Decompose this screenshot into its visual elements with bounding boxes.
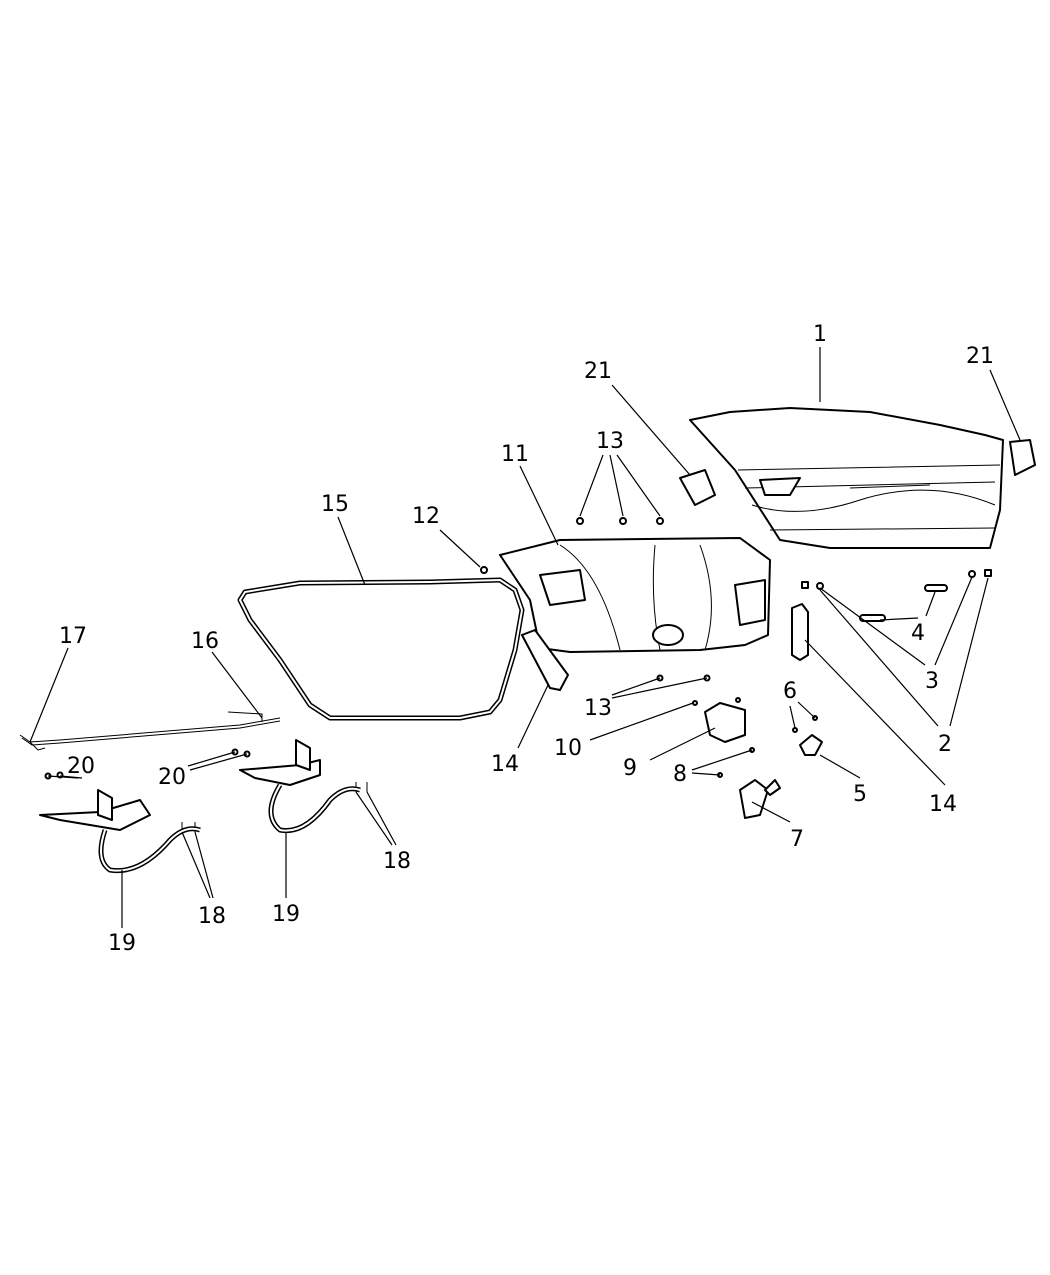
trim-cover-part-left xyxy=(521,629,569,691)
callout-3: 3 xyxy=(925,669,939,694)
weatherstrip-part xyxy=(237,577,525,721)
callout-1: 1 xyxy=(813,322,827,347)
callout-18-right: 18 xyxy=(383,849,411,874)
callout-16: 16 xyxy=(191,629,219,654)
callout-11: 11 xyxy=(501,442,529,467)
callout-14-right: 14 xyxy=(929,792,957,817)
striker-part xyxy=(799,734,823,756)
callout-14-left: 14 xyxy=(491,752,519,777)
deck-lid-part xyxy=(689,407,1004,549)
callout-20-right: 20 xyxy=(158,765,186,790)
callout-2: 2 xyxy=(938,732,952,757)
callout-8: 8 xyxy=(673,762,687,787)
callout-6: 6 xyxy=(783,679,797,704)
callout-17: 17 xyxy=(59,624,87,649)
callout-13-bottom: 13 xyxy=(584,696,612,721)
callout-13-top: 13 xyxy=(596,429,624,454)
callout-10: 10 xyxy=(554,736,582,761)
release-cable-part xyxy=(19,711,281,751)
callout-21-left: 21 xyxy=(584,359,612,384)
callout-12: 12 xyxy=(412,504,440,529)
callout-21-right: 21 xyxy=(966,344,994,369)
latch-part xyxy=(739,779,781,819)
callout-15: 15 xyxy=(321,492,349,517)
inner-panel-part xyxy=(499,537,771,653)
trim-cover-part-right xyxy=(791,603,809,661)
leader-lines xyxy=(29,347,1021,928)
bracket-part-left xyxy=(679,469,716,506)
fasteners xyxy=(44,517,992,832)
callout-5: 5 xyxy=(853,782,867,807)
callout-19-right: 19 xyxy=(272,902,300,927)
callout-9: 9 xyxy=(623,756,637,781)
callout-7: 7 xyxy=(790,827,804,852)
hinge-part-left xyxy=(39,789,201,874)
callout-19-left: 19 xyxy=(108,931,136,956)
callout-18-left: 18 xyxy=(198,904,226,929)
bracket-part-right xyxy=(1009,439,1036,476)
latch-bracket-part xyxy=(704,702,746,743)
callout-20-left: 20 xyxy=(67,754,95,779)
hinge-part-right xyxy=(239,739,361,834)
callout-4: 4 xyxy=(911,621,925,646)
